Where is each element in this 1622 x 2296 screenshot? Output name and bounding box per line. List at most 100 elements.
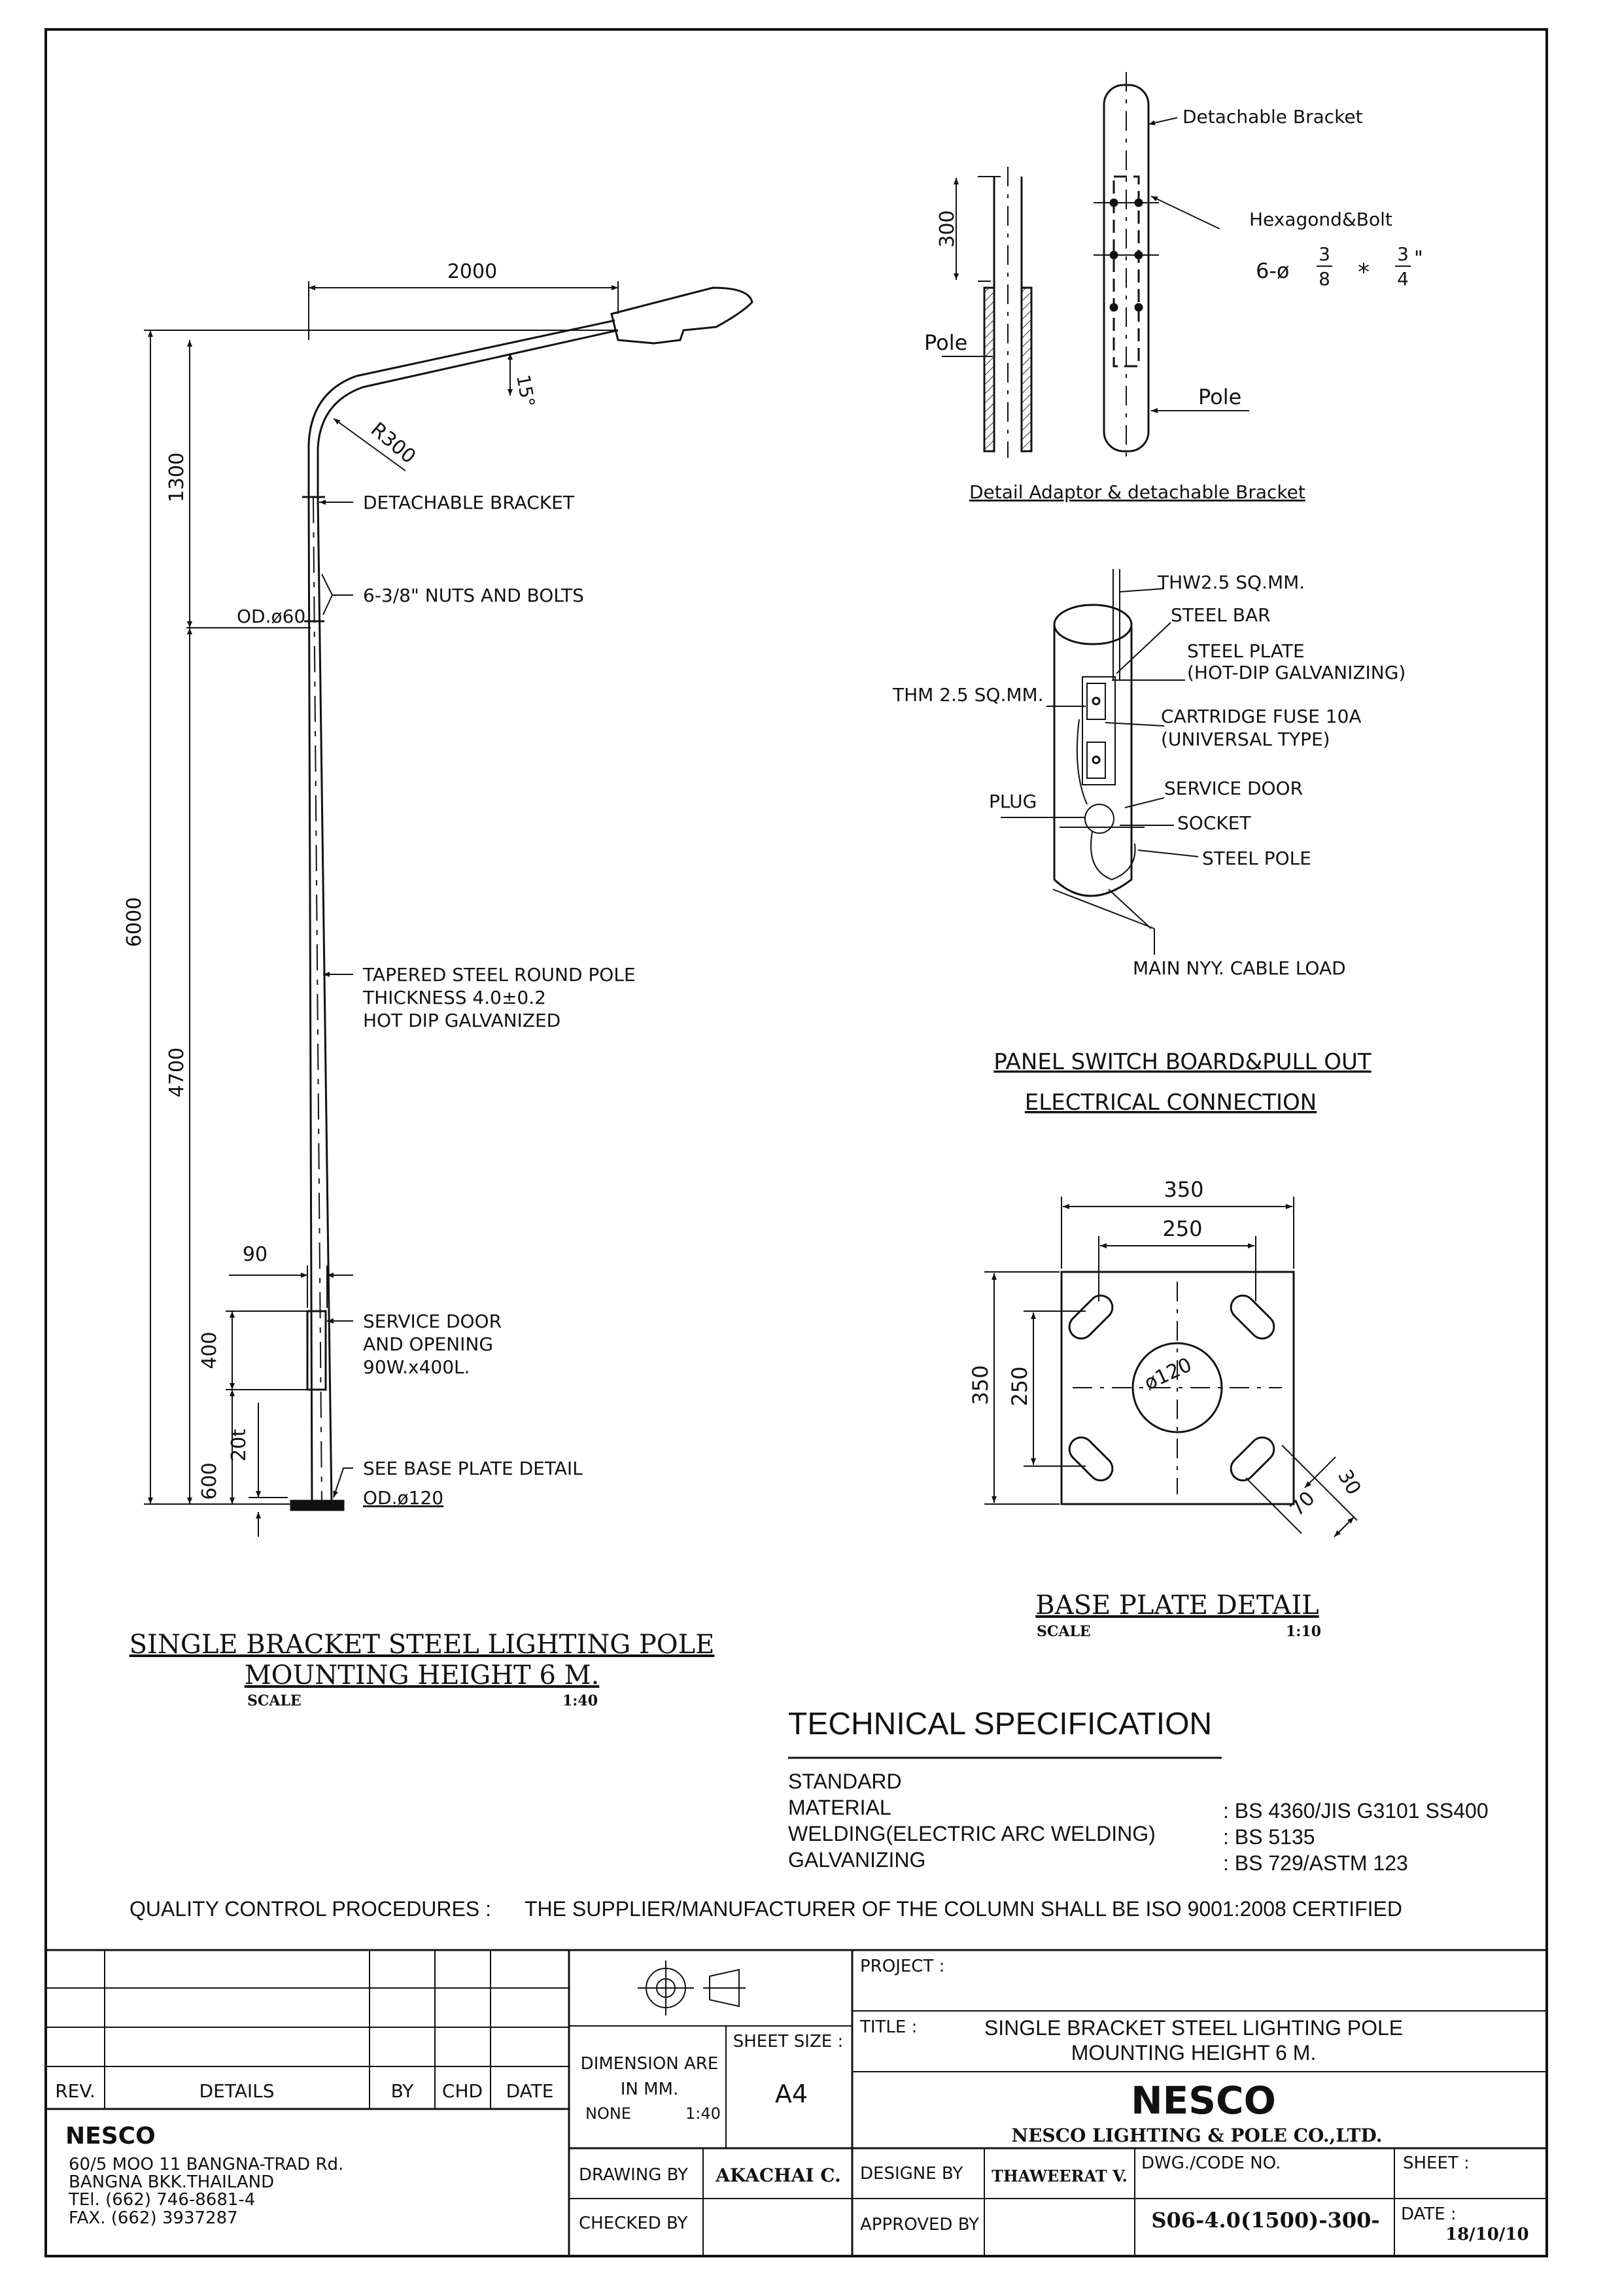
pole-scale-label: SCALE [247, 1692, 302, 1709]
dim-20t: 20t [228, 1429, 250, 1462]
pole-scale-value: 1:40 [562, 1692, 598, 1709]
tb-project-label: PROJECT : [860, 1957, 944, 1976]
tb-title-2: MOUNTING HEIGHT 6 M. [1071, 2041, 1317, 2065]
base-plate-square [1060, 1271, 1295, 1505]
tb-address-4: FAX. (662) 3937287 [69, 2208, 238, 2228]
tb-by: BY [391, 2080, 415, 2102]
tb-designe-by: THAWEERAT V. [992, 2167, 1128, 2185]
tb-brand: NESCO [1131, 2078, 1276, 2123]
tb-details: DETAILS [199, 2080, 275, 2102]
technical-specification: TECHNICAL SPECIFICATION STANDARD MATERIA… [129, 1707, 1489, 1921]
elec-plug: PLUG [989, 791, 1037, 812]
base-plate-detail [984, 1197, 1358, 1537]
label-door-2: AND OPENING [363, 1333, 493, 1355]
bolt-frac1-num: 3 [1319, 243, 1330, 265]
adaptor-pole-right: Pole [1198, 385, 1241, 409]
bp-dim-hole: ø120 [1141, 1354, 1195, 1396]
adaptor-bolt-label: Hexagond&Bolt [1249, 209, 1392, 230]
elec-main-cable: MAIN NYY. CABLE LOAD [1133, 957, 1346, 979]
dim-door-width: 90 [243, 1243, 267, 1266]
tb-address-1: 60/5 MOO 11 BANGNA-TRAD Rd. [69, 2155, 343, 2174]
bp-dim-30: 30 [1333, 1466, 1365, 1499]
elec-thw: THW2.5 SQ.MM. [1157, 572, 1305, 593]
dim-door-height: 400 [198, 1331, 221, 1369]
tb-dwg-code-label: DWG./CODE NO. [1141, 2153, 1281, 2173]
tb-company: NESCO LIGHTING & POLE CO.,LTD. [1012, 2125, 1383, 2146]
elec-fuse-1: CARTRIDGE FUSE 10A [1161, 706, 1362, 727]
elec-thm: THM 2.5 SQ.MM. [892, 684, 1044, 706]
qc-text: THE SUPPLIER/MANUFACTURER OF THE COLUMN … [525, 1897, 1402, 1921]
pole-title-2: MOUNTING HEIGHT 6 M. [245, 1660, 600, 1690]
bp-dim-250-top: 250 [1162, 1216, 1202, 1241]
label-base-2: OD.ø120 [363, 1487, 443, 1509]
elec-steel-bar: STEEL BAR [1171, 604, 1271, 626]
bp-scale-value: 1:10 [1286, 1623, 1321, 1640]
label-pole-3: HOT DIP GALVANIZED [363, 1010, 561, 1031]
tb-company-logo: NESCO [65, 2123, 156, 2150]
bolt-frac2-den: 4 [1397, 268, 1409, 290]
adaptor-detail [942, 72, 1249, 458]
spec-row-value-2: : BS 5135 [1223, 1825, 1315, 1849]
tb-address-2: BANGNA BKK.THAILAND [69, 2172, 274, 2192]
elec-steel-plate-1: STEEL PLATE [1187, 640, 1305, 662]
tb-sheet-size-label: SHEET SIZE : [733, 2032, 844, 2051]
pole-elevation [144, 281, 753, 1537]
elec-steel-plate-2: (HOT-DIP GALVANIZING) [1187, 662, 1406, 683]
elec-title-1: PANEL SWITCH BOARD&PULL OUT [993, 1049, 1372, 1075]
tb-address-3: TEl. (662) 746-8681-4 [68, 2190, 255, 2210]
bp-title: BASE PLATE DETAIL [1035, 1590, 1319, 1620]
tb-designe-by-label: DESIGNE BY [860, 2164, 963, 2184]
tb-drawing-by: AKACHAI C. [715, 2165, 841, 2186]
adaptor-dim-300: 300 [936, 210, 959, 247]
label-pole-1: TAPERED STEEL ROUND POLE [362, 964, 636, 985]
spec-row-value-1: : BS 4360/JIS G3101 SS400 [1223, 1799, 1489, 1823]
elec-service-door: SERVICE DOOR [1164, 778, 1303, 799]
electrical-diagram [1001, 569, 1199, 955]
bp-dim-70: 70 [1286, 1487, 1320, 1521]
bp-dim-350-top: 350 [1164, 1177, 1203, 1202]
elec-steel-pole: STEEL POLE [1202, 848, 1311, 869]
dim-angle: 15° [512, 373, 539, 409]
label-nuts-bolts: 6-3/8" NUTS AND BOLTS [363, 585, 584, 606]
tb-date-label: DATE : [1401, 2204, 1457, 2224]
adaptor-bracket-label: Detachable Bracket [1182, 106, 1363, 128]
elec-fuse-2: (UNIVERSAL TYPE) [1161, 728, 1330, 750]
elec-socket: SOCKET [1177, 812, 1251, 834]
luminaire [610, 286, 753, 345]
dim-middle: 4700 [165, 1048, 188, 1097]
label-base-1: SEE BASE PLATE DETAIL [363, 1458, 583, 1479]
tb-dwg-code: S06-4.0(1500)-300- [1151, 2208, 1379, 2233]
tb-date-value: 18/10/10 [1445, 2225, 1529, 2244]
label-pole-2: THICKNESS 4.0±0.2 [362, 987, 546, 1008]
service-door [306, 1310, 327, 1391]
dim-bracket-length: 2000 [447, 260, 497, 283]
bolt-frac2-num: 3 [1397, 243, 1409, 265]
tb-title-1: SINGLE BRACKET STEEL LIGHTING POLE [984, 2016, 1403, 2040]
tb-dimension-2: IN MM. [621, 2080, 679, 2099]
tb-scale: 1:40 [685, 2104, 721, 2123]
elec-title-2: ELECTRICAL CONNECTION [1025, 1089, 1317, 1116]
tb-checked-by-label: CHECKED BY [579, 2214, 687, 2233]
spec-row-name-3: GALVANIZING [788, 1848, 925, 1872]
tb-rev: REV. [55, 2080, 95, 2102]
tb-dimension-1: DIMENSION ARE [581, 2054, 719, 2074]
sheet-border [44, 28, 1548, 2257]
bolt-times: * [1358, 259, 1370, 286]
bolt-inch: " [1414, 247, 1423, 270]
tb-chd: CHD [442, 2080, 483, 2102]
spec-row-name-1: MATERIAL [788, 1796, 891, 1819]
tb-title-label: TITLE : [859, 2017, 917, 2037]
dim-base: 600 [198, 1462, 221, 1499]
adaptor-caption: Detail Adaptor & detachable Bracket [969, 481, 1305, 503]
label-door-1: SERVICE DOOR [363, 1311, 502, 1332]
bp-scale-label: SCALE [1037, 1623, 1091, 1640]
dim-total: 6000 [123, 897, 146, 947]
tb-approved-by-label: APPROVED BY [860, 2215, 979, 2235]
tb-none: NONE [585, 2104, 631, 2123]
label-door-3: 90W.x400L. [363, 1356, 470, 1378]
tb-date: DATE [506, 2080, 554, 2102]
pole-title-1: SINGLE BRACKET STEEL LIGHTING POLE [129, 1630, 715, 1660]
spec-row-value-3: : BS 729/ASTM 123 [1223, 1851, 1408, 1875]
qc-label: QUALITY CONTROL PROCEDURES : [129, 1897, 491, 1921]
